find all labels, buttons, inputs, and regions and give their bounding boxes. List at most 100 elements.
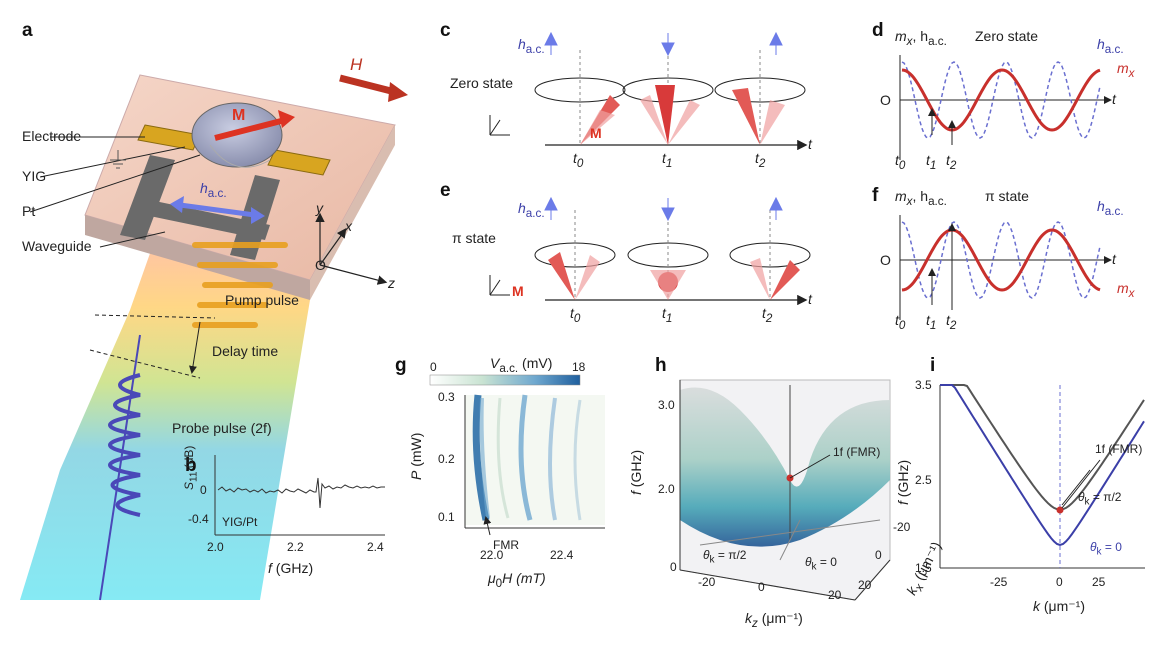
panel-e-illustration xyxy=(489,196,811,306)
g-cbar-min: 0 xyxy=(430,360,437,374)
panel-i-plot xyxy=(939,384,1145,569)
panel-a-illustration xyxy=(20,74,408,601)
origin-a: O xyxy=(315,257,326,273)
pulse-beam xyxy=(20,225,310,600)
mx-curve xyxy=(901,228,1101,292)
axis-z-a: z xyxy=(388,275,395,291)
i-ytick-0: 3.5 xyxy=(915,378,932,392)
electrode-right xyxy=(267,149,331,176)
e-hac: ha.c. xyxy=(518,200,545,220)
i-ytick-2: 1.5 xyxy=(915,561,932,575)
dispersion-surface xyxy=(680,387,890,547)
h-theta-0: θk = 0 xyxy=(805,555,837,573)
panel-letter-f: f xyxy=(872,185,879,206)
c-hac: ha.c. xyxy=(518,36,545,56)
panel-h-plot xyxy=(679,379,891,601)
label-pump-pulse: Pump pulse xyxy=(225,292,299,308)
upper-branch-curve xyxy=(940,384,1145,511)
f-t2: t2 xyxy=(946,312,957,332)
i-theta-pi2: θk = π/2 xyxy=(1078,490,1122,508)
panel-d-plot xyxy=(899,55,1112,160)
e-t-axis: t xyxy=(808,291,812,307)
b-xtick-1: 2.2 xyxy=(287,540,304,554)
axis-x-a: x xyxy=(345,218,352,234)
lower-branch-curve xyxy=(940,384,1145,547)
b-ytick-1: -0.4 xyxy=(188,512,209,526)
b-ytick-0: 0 xyxy=(200,483,207,497)
c-t2: t2 xyxy=(755,150,766,170)
e-m-label: M xyxy=(512,283,524,299)
panel-letter-h: h xyxy=(655,355,667,376)
e-t2: t2 xyxy=(762,305,773,325)
h-xtick-1: 0 xyxy=(758,580,765,594)
d-legend-hac: ha.c. xyxy=(1097,36,1124,56)
colorbar xyxy=(429,374,581,386)
f-legend-hac: ha.c. xyxy=(1097,198,1124,218)
d-ylabel: mx, ha.c. xyxy=(895,28,947,48)
label-probe-pulse: Probe pulse (2f) xyxy=(172,420,272,436)
e-t0: t0 xyxy=(570,305,581,325)
b-xlabel: f (GHz) xyxy=(268,560,314,576)
d-t-axis: t xyxy=(1112,91,1116,107)
panel-letter-i: i xyxy=(930,355,936,376)
s11-trace xyxy=(217,477,385,509)
panel-f-plot xyxy=(899,215,1112,320)
label-electrode: Electrode xyxy=(22,128,82,144)
i-ylabel: f (GHz) xyxy=(895,459,911,505)
e-t1: t1 xyxy=(662,305,673,325)
label-yig: YIG xyxy=(22,168,47,184)
panel-letter-d: d xyxy=(872,20,884,41)
h-ytick-1: 0 xyxy=(875,548,882,562)
label-pt: Pt xyxy=(22,203,36,219)
probe-pulse xyxy=(108,373,141,517)
panel-c-illustration xyxy=(489,31,808,151)
g-xtick-1: 22.4 xyxy=(550,548,574,562)
panel-letter-b: b xyxy=(185,455,197,476)
g-ytick-1: 0.2 xyxy=(438,452,455,466)
c-m-label: M xyxy=(590,125,602,141)
panel-letter-e: e xyxy=(440,180,451,201)
c-t1: t1 xyxy=(662,150,673,170)
i-ytick-1: 2.5 xyxy=(915,473,932,487)
c-t0: t0 xyxy=(573,150,584,170)
electrode-left xyxy=(137,124,201,151)
c-t-axis: t xyxy=(808,136,812,152)
h-xtick-2: 20 xyxy=(828,588,842,602)
d-t1: t1 xyxy=(926,152,937,172)
d-legend-mx: mx xyxy=(1117,60,1135,80)
h-theta-pi2: θk = π/2 xyxy=(703,548,747,566)
g-fmr-annotation: FMR xyxy=(493,538,519,552)
label-delay-time: Delay time xyxy=(212,343,279,359)
h-ztick-1: 2.0 xyxy=(658,482,675,496)
g-cbar-label: Va.c. (mV) xyxy=(490,355,553,375)
d-title: Zero state xyxy=(975,28,1039,44)
g-cbar-max: 18 xyxy=(572,360,586,374)
i-xlabel: k (μm⁻¹) xyxy=(1033,598,1085,614)
f-title: π state xyxy=(985,188,1029,204)
panel-letter-a: a xyxy=(22,20,33,41)
g-ytick-0: 0.3 xyxy=(438,390,455,404)
b-xtick-0: 2.0 xyxy=(207,540,224,554)
i-xtick-0: -25 xyxy=(990,575,1008,589)
i-theta-0: θk = 0 xyxy=(1090,540,1122,558)
i-fmr-annotation: 1f (FMR) xyxy=(1095,442,1143,456)
panel-b-plot xyxy=(214,455,385,536)
i-xtick-1: 0 xyxy=(1056,575,1063,589)
label-h-field: H xyxy=(350,55,363,74)
e-state: π state xyxy=(452,230,496,246)
f-legend-mx: mx xyxy=(1117,280,1135,300)
g-ytick-2: 0.1 xyxy=(438,510,455,524)
f-t0: t0 xyxy=(895,312,906,332)
panel-g-plot xyxy=(429,374,605,536)
h-ytick-2: 20 xyxy=(858,578,872,592)
f-ylabel: mx, ha.c. xyxy=(895,188,947,208)
h-ztick-0: 3.0 xyxy=(658,398,675,412)
f-origin: O xyxy=(880,252,891,268)
panel-letter-c: c xyxy=(440,20,451,41)
b-ylabel: S11 (dB) xyxy=(182,445,200,490)
d-t0: t0 xyxy=(895,152,906,172)
panel-letter-g: g xyxy=(395,355,407,376)
d-t2: t2 xyxy=(946,152,957,172)
b-xtick-2: 2.4 xyxy=(367,540,384,554)
g-xtick-0: 22.0 xyxy=(480,548,504,562)
